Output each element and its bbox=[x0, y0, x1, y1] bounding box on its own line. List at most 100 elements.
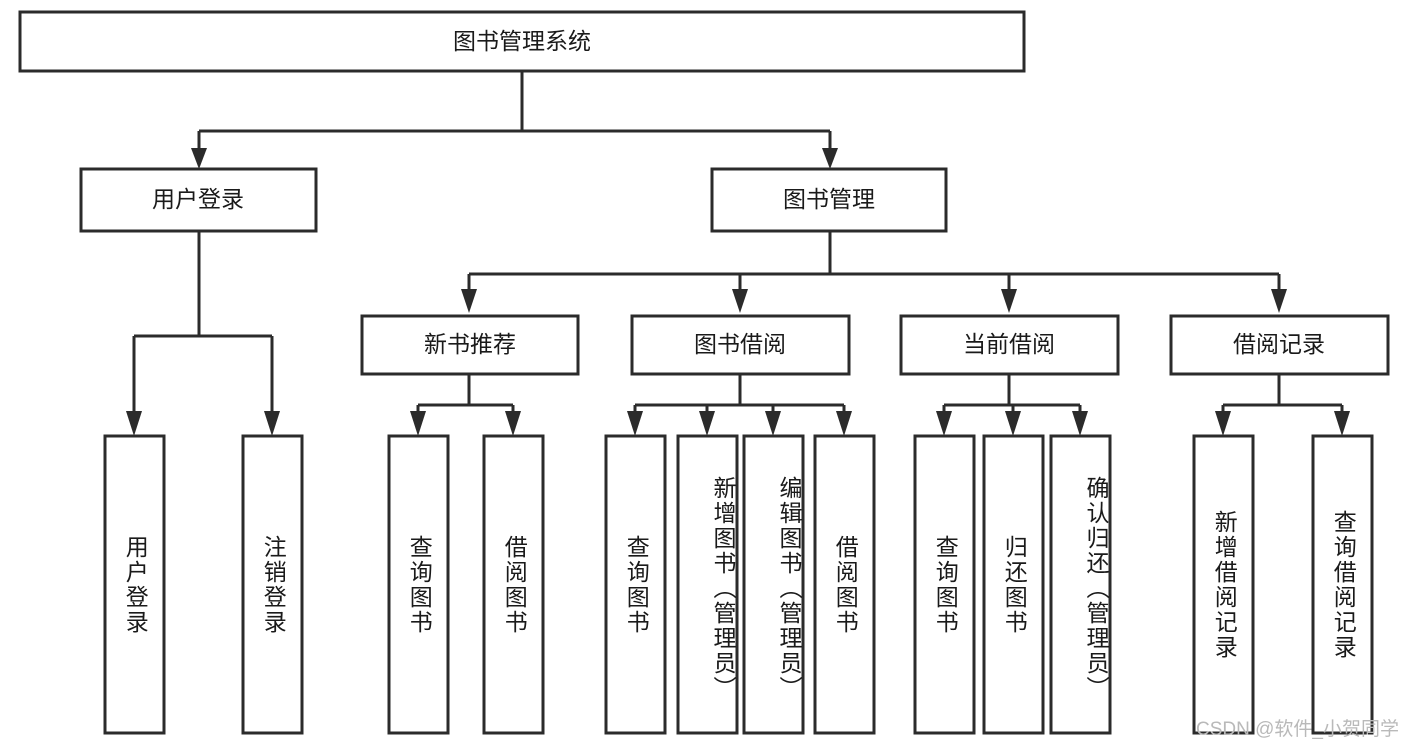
node-leaf-query-record[interactable]: 查询借阅记录 bbox=[1311, 434, 1374, 735]
node-leaf-add-record-box[interactable] bbox=[1192, 434, 1255, 735]
node-leaf-borrow-book-1-text-wrap: 借阅图书 bbox=[501, 534, 528, 635]
node-leaf-query-book-3-text-wrap: 查询图书 bbox=[932, 534, 959, 635]
node-leaf-return-book-label: 归还图书 bbox=[1001, 534, 1028, 635]
node-leaf-query-book-3-box[interactable] bbox=[913, 434, 976, 735]
arrow-head-leaf-logout-login bbox=[264, 411, 280, 436]
node-leaf-logout-login-box[interactable] bbox=[241, 434, 304, 735]
arrow-head-leaf-user-login bbox=[126, 411, 142, 436]
node-borrow-record-label: 借阅记录 bbox=[1233, 331, 1325, 357]
node-leaf-user-login-label: 用户登录 bbox=[122, 534, 149, 635]
arrow-head-leaf-borrow-book-2 bbox=[836, 411, 852, 436]
node-user-login-box[interactable] bbox=[79, 167, 318, 233]
node-leaf-return-book-text-wrap: 归还图书 bbox=[1001, 534, 1028, 635]
node-leaf-borrow-book-1-box[interactable] bbox=[482, 434, 545, 735]
node-leaf-edit-book[interactable]: 编辑图书（管理员） bbox=[742, 434, 805, 735]
node-leaf-user-login[interactable]: 用户登录 bbox=[103, 434, 166, 735]
node-leaf-query-record-label: 查询借阅记录 bbox=[1330, 509, 1357, 660]
arrow-head-leaf-query-book-2 bbox=[627, 411, 643, 436]
connector-group-user-login bbox=[126, 231, 280, 436]
node-leaf-query-book-3[interactable]: 查询图书 bbox=[913, 434, 976, 735]
node-leaf-return-book-box[interactable] bbox=[982, 434, 1045, 735]
node-current-borrow-box[interactable] bbox=[899, 314, 1120, 376]
node-leaf-confirm-return-label: 确认归还（管理员） bbox=[1083, 476, 1109, 701]
node-borrow-record-box[interactable] bbox=[1169, 314, 1390, 376]
arrow-head-leaf-add-book bbox=[699, 411, 715, 436]
arrow-head-borrow-record bbox=[1271, 289, 1287, 313]
node-book-borrow[interactable]: 图书借阅 bbox=[630, 314, 851, 376]
node-leaf-logout-login-text-wrap: 注销登录 bbox=[260, 534, 287, 635]
node-leaf-query-book-2-label: 查询图书 bbox=[623, 534, 650, 635]
connector-group-current-borrow bbox=[936, 374, 1088, 436]
node-leaf-edit-book-label: 编辑图书（管理员） bbox=[776, 476, 802, 701]
node-book-manage-box[interactable] bbox=[710, 167, 948, 233]
node-leaf-edit-book-box[interactable] bbox=[742, 434, 805, 735]
node-leaf-borrow-book-2[interactable]: 借阅图书 bbox=[813, 434, 876, 735]
arrow-head-leaf-add-record bbox=[1215, 411, 1231, 436]
node-leaf-borrow-book-1-label: 借阅图书 bbox=[501, 534, 528, 635]
node-new-book-recommend-label: 新书推荐 bbox=[424, 331, 516, 357]
node-root-box[interactable] bbox=[18, 10, 1026, 73]
node-leaf-query-book-2[interactable]: 查询图书 bbox=[604, 434, 667, 735]
node-leaf-add-book-label: 新增图书（管理员） bbox=[710, 476, 736, 701]
node-leaf-add-record-label: 新增借阅记录 bbox=[1211, 509, 1238, 660]
connector-group-new-book-recommend bbox=[410, 374, 521, 436]
node-book-borrow-box[interactable] bbox=[630, 314, 851, 376]
node-leaf-confirm-return[interactable]: 确认归还（管理员） bbox=[1049, 434, 1112, 735]
arrow-head-leaf-borrow-book-1 bbox=[505, 411, 521, 436]
node-leaf-confirm-return-text-wrap: 确认归还（管理员） bbox=[1083, 476, 1109, 701]
node-leaf-add-book-box[interactable] bbox=[676, 434, 739, 735]
node-leaf-query-record-box[interactable] bbox=[1311, 434, 1374, 735]
node-leaf-query-book-3-label: 查询图书 bbox=[932, 534, 959, 635]
node-leaf-logout-login-label: 注销登录 bbox=[260, 534, 287, 635]
arrow-head-new-book-recommend bbox=[461, 289, 477, 313]
arrow-head-leaf-return-book bbox=[1005, 411, 1021, 436]
arrow-head-user-login bbox=[191, 148, 207, 169]
node-leaf-query-book-1-text-wrap: 查询图书 bbox=[406, 534, 433, 635]
node-leaf-user-login-box[interactable] bbox=[103, 434, 166, 735]
arrow-head-book-manage bbox=[822, 148, 838, 169]
node-new-book-recommend-box[interactable] bbox=[360, 314, 580, 376]
node-user-login-label: 用户登录 bbox=[152, 186, 244, 212]
node-leaf-user-login-text-wrap: 用户登录 bbox=[122, 534, 149, 635]
node-leaf-borrow-book-2-box[interactable] bbox=[813, 434, 876, 735]
arrow-head-current-borrow bbox=[1001, 289, 1017, 313]
node-borrow-record[interactable]: 借阅记录 bbox=[1169, 314, 1390, 376]
csdn-watermark: CSDN @软件_小贺同学 bbox=[1196, 718, 1399, 740]
node-leaf-add-book-text-wrap: 新增图书（管理员） bbox=[710, 476, 736, 701]
node-leaf-add-record[interactable]: 新增借阅记录 bbox=[1192, 434, 1255, 735]
arrow-head-leaf-edit-book bbox=[765, 411, 781, 436]
node-new-book-recommend[interactable]: 新书推荐 bbox=[360, 314, 580, 376]
node-leaf-edit-book-text-wrap: 编辑图书（管理员） bbox=[776, 476, 802, 701]
node-leaf-add-record-text-wrap: 新增借阅记录 bbox=[1211, 509, 1238, 660]
node-root-label: 图书管理系统 bbox=[453, 28, 591, 54]
node-leaf-borrow-book-2-label: 借阅图书 bbox=[832, 534, 859, 635]
node-user-login[interactable]: 用户登录 bbox=[79, 167, 318, 233]
arrow-head-book-borrow bbox=[732, 289, 748, 313]
node-leaf-query-book-2-box[interactable] bbox=[604, 434, 667, 735]
node-leaf-confirm-return-box[interactable] bbox=[1049, 434, 1112, 735]
node-leaf-logout-login[interactable]: 注销登录 bbox=[241, 434, 304, 735]
node-book-manage[interactable]: 图书管理 bbox=[710, 167, 948, 233]
node-leaf-borrow-book-2-text-wrap: 借阅图书 bbox=[832, 534, 859, 635]
node-leaf-return-book[interactable]: 归还图书 bbox=[982, 434, 1045, 735]
node-leaf-borrow-book-1[interactable]: 借阅图书 bbox=[482, 434, 545, 735]
connector-group-borrow-record bbox=[1215, 374, 1350, 436]
node-leaf-query-book-1-box[interactable] bbox=[387, 434, 450, 735]
arrow-head-leaf-query-book-3 bbox=[936, 411, 952, 436]
arrow-head-leaf-query-record bbox=[1334, 411, 1350, 436]
node-book-manage-label: 图书管理 bbox=[783, 186, 875, 212]
node-leaf-query-record-text-wrap: 查询借阅记录 bbox=[1330, 509, 1357, 660]
node-leaf-query-book-2-text-wrap: 查询图书 bbox=[623, 534, 650, 635]
node-leaf-query-book-1-label: 查询图书 bbox=[406, 534, 433, 635]
node-root[interactable]: 图书管理系统 bbox=[18, 10, 1026, 73]
node-book-borrow-label: 图书借阅 bbox=[694, 331, 786, 357]
node-current-borrow[interactable]: 当前借阅 bbox=[899, 314, 1120, 376]
connector-group-book-manage bbox=[461, 231, 1287, 313]
connector-group-book-borrow bbox=[627, 374, 852, 436]
arrow-head-leaf-query-book-1 bbox=[410, 411, 426, 436]
node-leaf-add-book[interactable]: 新增图书（管理员） bbox=[676, 434, 739, 735]
node-leaf-query-book-1[interactable]: 查询图书 bbox=[387, 434, 450, 735]
arrow-head-leaf-confirm-return bbox=[1072, 411, 1088, 436]
